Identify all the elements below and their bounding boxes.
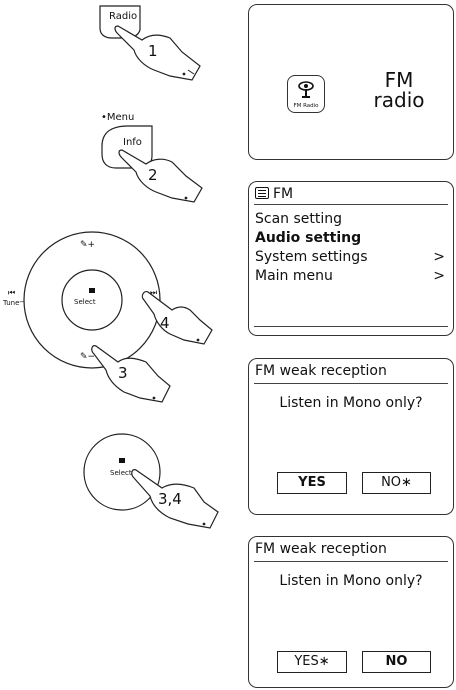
select-button-shape	[83, 433, 161, 511]
step2-illustration: •Menu Info 2	[98, 110, 228, 205]
no-button[interactable]: NO∗	[362, 472, 431, 494]
menu-item-system-settings[interactable]: System settings >	[255, 249, 445, 265]
pointing-hand-icon	[131, 469, 219, 529]
tune-back-icon: ⏮	[8, 288, 16, 297]
menu-list-icon	[255, 187, 269, 199]
menu-item-audio-setting[interactable]: Audio setting	[255, 230, 362, 246]
pointing-hand-icon	[91, 345, 171, 403]
step1-illustration: Radio 1	[98, 4, 228, 84]
bottom-divider	[254, 326, 448, 327]
pointing-hand-icon	[141, 291, 213, 345]
pointing-hand-icon	[118, 149, 203, 203]
display-weak-reception-no: FM weak reception Listen in Mono only? Y…	[248, 358, 454, 515]
dialog-title: FM weak reception	[255, 541, 387, 557]
select-button-label: Select	[110, 469, 132, 477]
fm-radio-icon-caption: FM Radio	[293, 103, 319, 109]
display-fm-radio: FM Radio FM radio	[248, 4, 454, 160]
dialog-title: FM weak reception	[255, 363, 387, 379]
tune-forward-icon: ⏭	[150, 288, 158, 297]
select-label: Select	[74, 298, 96, 306]
fm-radio-icon: FM Radio	[287, 75, 325, 113]
preset-plus-icon: ✎+	[80, 240, 96, 250]
title-divider	[254, 383, 448, 384]
step-number-1: 1	[148, 42, 158, 60]
menu-item-main-menu[interactable]: Main menu >	[255, 268, 445, 284]
step-number-4: 4	[160, 314, 170, 332]
step-number-3-4: 3,4	[158, 490, 182, 508]
step-number-2: 2	[148, 166, 158, 184]
title-divider	[254, 561, 448, 562]
menu-title: FM	[273, 186, 294, 202]
step34-navigation-wheel: Select ✎+ ✎− ⏮ Tune − ⏭ Tune 4 3	[0, 226, 236, 416]
nav-wheel	[23, 231, 161, 369]
fm-text: FM	[384, 68, 414, 92]
display-fm-menu: FM Scan setting Audio setting System set…	[248, 181, 454, 336]
dialog-question: Listen in Mono only?	[279, 573, 423, 589]
radio-text: radio	[373, 88, 425, 112]
tune-left-label: Tune	[3, 299, 20, 307]
title-divider	[254, 204, 448, 205]
radio-button-label: Radio	[109, 11, 138, 22]
display-weak-reception-yes: FM weak reception Listen in Mono only? Y…	[248, 536, 454, 688]
menu-label: •Menu	[101, 112, 135, 123]
preset-minus-icon: ✎−	[80, 352, 96, 362]
yes-button[interactable]: YES∗	[277, 651, 347, 673]
step-number-3: 3	[118, 364, 128, 382]
no-button[interactable]: NO	[362, 651, 431, 673]
yes-button[interactable]: YES	[277, 472, 347, 494]
step34-select-button: Select 3,4	[80, 426, 240, 536]
dialog-question: Listen in Mono only?	[279, 395, 423, 411]
info-button-label: Info	[123, 137, 142, 148]
pointing-hand-icon	[114, 25, 201, 81]
menu-item-scan-setting[interactable]: Scan setting	[255, 211, 343, 227]
